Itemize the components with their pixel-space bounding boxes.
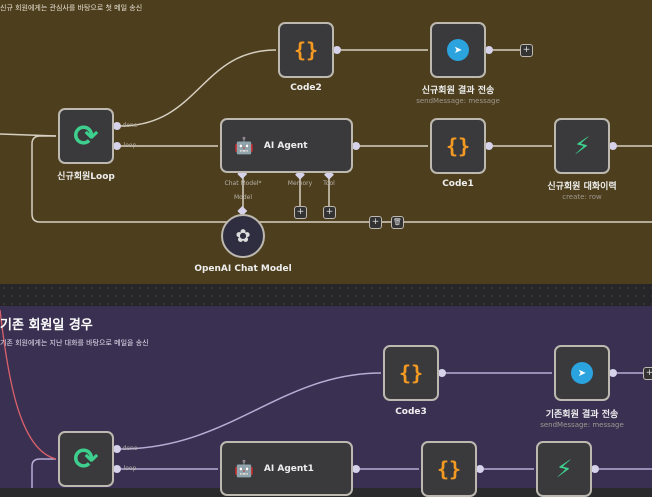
input-label-chat-model: Chat Model* <box>224 180 262 187</box>
node-code3[interactable]: {} <box>383 345 439 401</box>
supabase-icon: ⚡ <box>573 132 591 160</box>
wire-loopback <box>31 135 652 223</box>
node-subtitle: sendMessage: message <box>416 97 500 105</box>
wire-error <box>0 309 57 460</box>
input-label-memory: Memory <box>287 180 313 187</box>
code-icon: {} <box>293 38 319 62</box>
node-label: AI Agent <box>263 140 308 151</box>
existing-section-subtitle: 기존 회원에게는 지난 대화를 바탕으로 메일을 송신 <box>0 339 149 347</box>
node-label: 신규회원Loop <box>57 172 115 182</box>
node-label: 신규회원 결과 전송 <box>421 86 495 96</box>
robot-icon: 🤖 <box>234 459 254 478</box>
node-label: Code1 <box>442 179 474 189</box>
node-existing-supabase[interactable]: ⚡ <box>536 441 592 497</box>
node-subtitle: create: row <box>562 193 602 201</box>
input-label-model: Model <box>233 194 253 201</box>
wire-loopback2 <box>31 458 56 488</box>
telegram-icon: ➤ <box>571 362 593 384</box>
new-section-subtitle: 신규 회원에게는 관심사를 바탕으로 첫 메일 송신 <box>0 4 143 12</box>
supabase-icon: ⚡ <box>555 455 573 483</box>
wire-loop2-done-code3 <box>119 372 382 450</box>
canvas-background <box>0 284 652 306</box>
add-node-button[interactable]: + <box>643 367 652 380</box>
node-existing-telegram[interactable]: ➤ <box>554 345 610 401</box>
node-label: Code2 <box>290 83 322 93</box>
node-label: 신규회원 대화이력 <box>547 182 617 192</box>
node-openai-chat-model[interactable]: ✿ <box>221 214 265 258</box>
telegram-icon: ➤ <box>447 39 469 61</box>
output-label-loop: loop <box>123 142 137 149</box>
node-new-telegram[interactable]: ➤ <box>430 22 486 78</box>
node-label: OpenAI Chat Model <box>194 264 292 274</box>
delete-connection-button[interactable]: 🗑 <box>391 216 404 229</box>
loop-icon: ⟳ <box>73 118 99 154</box>
node-label: 기존회원 결과 전송 <box>545 410 619 420</box>
existing-section-title: 기존 회원일 경우 <box>0 318 93 333</box>
node-code2[interactable]: {} <box>278 22 334 78</box>
openai-icon: ✿ <box>235 225 251 247</box>
node-ai-agent[interactable]: 🤖 AI Agent <box>220 118 353 173</box>
node-existing-loop[interactable]: ⟳ <box>58 431 114 487</box>
add-connection-button[interactable]: + <box>369 216 382 229</box>
add-tool-button[interactable]: + <box>323 206 336 219</box>
node-subtitle: sendMessage: message <box>540 421 624 429</box>
code-icon: {} <box>398 361 424 385</box>
loop-icon: ⟳ <box>73 441 99 477</box>
robot-icon: 🤖 <box>234 136 254 155</box>
node-label: Code3 <box>395 407 427 417</box>
code-icon: {} <box>436 457 462 481</box>
output-label-done: done <box>122 445 138 452</box>
output-label-done: done <box>122 122 138 129</box>
node-code[interactable]: {} <box>421 441 477 497</box>
code-icon: {} <box>445 134 471 158</box>
add-node-button[interactable]: + <box>520 44 533 57</box>
output-label-loop: loop <box>123 465 137 472</box>
add-memory-button[interactable]: + <box>294 206 307 219</box>
node-new-loop[interactable]: ⟳ <box>58 108 114 164</box>
wire-loop-done-code2 <box>119 49 277 127</box>
node-code1[interactable]: {} <box>430 118 486 174</box>
node-label: AI Agent1 <box>263 463 314 474</box>
input-label-tool: Tool <box>323 180 335 187</box>
node-new-supabase[interactable]: ⚡ <box>554 118 610 174</box>
